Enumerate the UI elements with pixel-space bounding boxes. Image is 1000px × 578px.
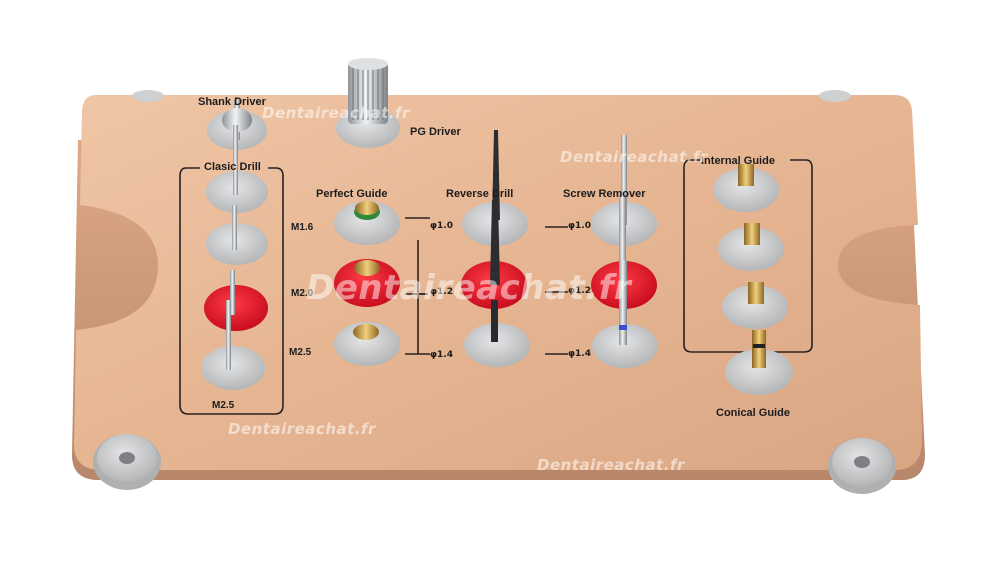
label-pg-driver: PG Driver (410, 126, 461, 138)
internal-guides (738, 164, 766, 368)
diameter-1-4-right: φ1.4 (568, 349, 591, 359)
diameter-1-2-right: φ1.2 (568, 286, 591, 296)
label-conical-guide: Conical Guide (716, 407, 790, 419)
diameter-1-4-left: φ1.4 (430, 350, 453, 360)
label-shank-driver: Shank Driver (198, 96, 266, 108)
perfect-guide-screws (353, 201, 380, 340)
bumper-foot-right (828, 438, 896, 494)
diameter-1-2-left: φ1.2 (430, 287, 453, 297)
drills-classic (222, 100, 252, 370)
watermark-2: Dentaireachat.fr (560, 148, 708, 166)
size-m25-bottom: M2.5 (212, 400, 235, 411)
size-m16: M1.6 (291, 222, 314, 233)
reverse-drills (490, 130, 500, 342)
pg-driver-tool (348, 58, 388, 124)
diameter-1-0-right: φ1.0 (568, 221, 591, 231)
label-reverse-drill: Reverse Drill (446, 188, 514, 200)
label-screw-remover: Screw Remover (563, 188, 646, 200)
watermark-5: Dentaireachat.fr (537, 456, 685, 474)
screw-removers (619, 135, 627, 345)
size-m20: M2.0 (291, 288, 314, 299)
diameter-1-0-left: φ1.0 (430, 221, 453, 231)
label-internal-guide: Internal Guide (701, 155, 775, 167)
watermark-1: Dentaireachat.fr (262, 104, 410, 122)
watermark-4: Dentaireachat.fr (228, 420, 376, 438)
watermark-3: Dentaireachat.fr (306, 268, 632, 308)
bumper-foot-left (93, 434, 161, 490)
size-m25: M2.5 (289, 347, 312, 358)
label-perfect-guide: Perfect Guide (316, 188, 388, 200)
label-classic-drill: Clasic Drill (204, 161, 261, 173)
